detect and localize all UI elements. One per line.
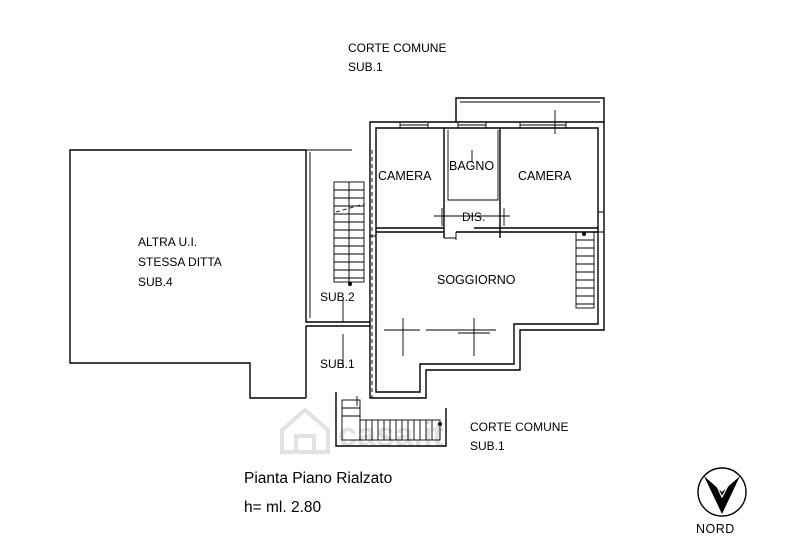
altra-ui-label: ALTRA U.I. (138, 235, 197, 249)
camera-left-label: CAMERA (378, 169, 432, 183)
corte-comune-top-sub-label: SUB.1 (348, 60, 383, 74)
corte-comune-top-label: CORTE COMUNE (348, 41, 446, 55)
corte-comune-bottom-sub-label: SUB.1 (470, 439, 505, 453)
door-marks (371, 110, 556, 398)
ceiling-height: h= ml. 2.80 (244, 499, 321, 516)
sub4-label: SUB.4 (138, 275, 173, 289)
north-arrow-icon (697, 467, 747, 517)
sub1-label: SUB.1 (320, 357, 355, 371)
house-logo-icon (280, 407, 330, 454)
windows (384, 122, 604, 331)
nord-label: NORD (696, 522, 735, 536)
interior-staircase (333, 181, 365, 322)
interior-walls (370, 128, 598, 240)
bagno-label: BAGNO (449, 159, 494, 173)
disimpegno-label: DIS. (462, 210, 485, 224)
soggiorno-staircase (575, 231, 595, 309)
apartment-outline (369, 97, 605, 399)
camera-right-label: CAMERA (518, 169, 572, 183)
watermark-text: casa.it (338, 416, 444, 454)
soggiorno-label: SOGGIORNO (437, 273, 516, 287)
entrance-staircase (335, 392, 447, 447)
corte-comune-bottom-label: CORTE COMUNE (470, 420, 568, 434)
altra-ui-block (69, 149, 352, 399)
plan-title: Pianta Piano Rialzato (244, 470, 392, 487)
sub2-label: SUB.2 (320, 290, 355, 304)
stessa-ditta-label: STESSA DITTA (138, 255, 222, 269)
sub2-hall (305, 150, 370, 398)
